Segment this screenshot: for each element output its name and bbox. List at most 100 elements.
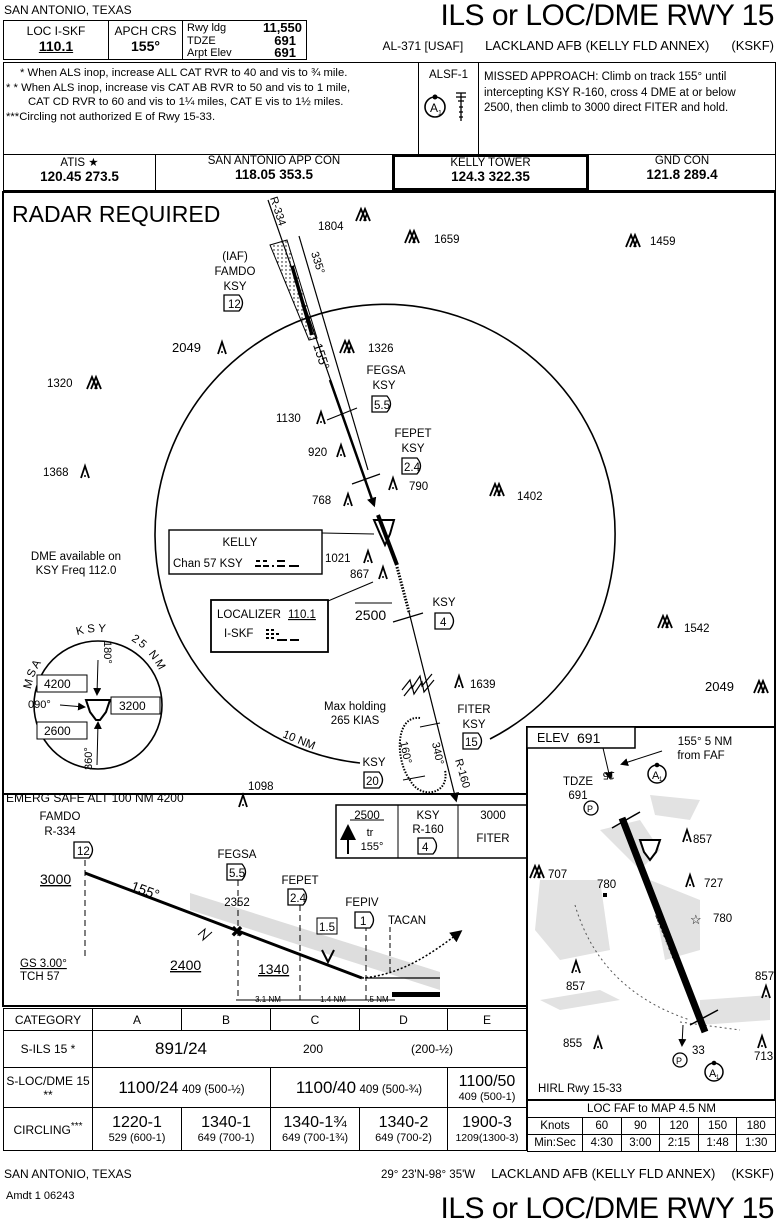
fix-nav: KSY [432, 597, 455, 609]
morse-code-icon [266, 629, 299, 641]
crs155-label: 155° [310, 341, 333, 371]
localizer-freq: 110.1 [288, 609, 316, 621]
procedure-id: AL-371 [USAF] [382, 39, 464, 53]
dme-note: DME available on [31, 551, 121, 563]
dme-note: KSY Freq 112.0 [36, 565, 117, 577]
mda-vis: 1220-1 [112, 1114, 162, 1131]
note-line: * When ALS inop, increase ALL CAT RVR to… [20, 67, 348, 79]
hat: 649 (700-2) [375, 1132, 432, 1144]
footer-title: ILS or LOC/DME RWY 15 [440, 1192, 774, 1225]
alsf-label: ALSF-1 [429, 69, 468, 81]
amendment: Amdt 1 06243 [6, 1190, 75, 1202]
airport-name: LACKLAND AFB (KELLY FLD ANNEX) [485, 38, 710, 53]
fix-name: FEPET [394, 428, 431, 440]
dme-value: 1.5 [319, 922, 335, 934]
zigzag-break [401, 673, 435, 697]
col-header: B [181, 1008, 271, 1031]
loc-frequency: 110.1 [38, 38, 74, 54]
hold-outbound: 160° [397, 740, 413, 765]
knots-cell: 90 [620, 1117, 661, 1135]
fepet-fix: FEPET KSY 2.4 [351, 428, 432, 485]
col-header: C [270, 1008, 360, 1031]
s-ils-values: 891/24 200 (200-½) [92, 1030, 527, 1068]
hat: 409 (500-¾) [359, 1083, 423, 1096]
footer-coordinates: 29° 23'N-98° 35'W [381, 1169, 476, 1181]
rwy-ldg-label: Rwy ldg [187, 22, 227, 34]
col-header: A [92, 1008, 182, 1031]
glideslope-intercept-icon: ✖ [230, 924, 243, 941]
obstacle-elev: 713 [754, 1051, 773, 1063]
footer-city: SAN ANTONIO, TEXAS [4, 1167, 132, 1181]
fix-nav: KSY [372, 380, 395, 392]
navaid-channel: Chan 57 KSY [173, 558, 243, 570]
mda-vis: 1100/40 [295, 1077, 357, 1097]
obstacle-elev: 1402 [517, 491, 543, 503]
distance-label: 3.1 NM [255, 995, 281, 1004]
obstacle-elev: 1098 [248, 781, 274, 793]
emergency-safe-altitude: EMERG SAFE ALT 100 NM 4200 [6, 791, 184, 805]
msa-circle: MSA KSY 25 NM 180° 360° 090° 4200 3200 2… [22, 623, 166, 770]
dme-box [316, 917, 338, 935]
morse-code-icon [255, 560, 299, 567]
dme-value: 12 [228, 299, 241, 311]
s-ils-row: S-ILS 15 * 891/24 200 (200-½) [3, 1030, 527, 1068]
obstacle-elev: 1021 [325, 553, 351, 565]
loc-frequency-box: LOC I-SKF 110.1 [3, 20, 109, 60]
obstacle-elev: 1804 [318, 221, 344, 233]
comm-atis: ATIS ★ 120.45 273.5 [3, 154, 156, 191]
msa-altitude: 4200 [44, 677, 71, 691]
arpt-elev-label: Arpt Elev [187, 47, 232, 59]
city-label: SAN ANTONIO, TEXAS [4, 3, 132, 17]
circling-mark: *** [70, 1121, 83, 1132]
obstacle-elev: 790 [409, 481, 428, 493]
col-header: E [447, 1008, 527, 1031]
footer-airport: LACKLAND AFB (KELLY FLD ANNEX) [491, 1166, 716, 1181]
obstacle-elev: 1326 [368, 343, 394, 355]
radial-label: R-160 [412, 824, 443, 836]
time-cell: 2:15 [659, 1134, 699, 1152]
obstacle-elev: 1459 [650, 236, 676, 248]
obstacle-elev: 1639 [470, 679, 496, 691]
outbound-course-line [298, 235, 369, 471]
hat: 529 (600-1) [108, 1132, 166, 1144]
radar-required-label: RADAR REQUIRED [12, 201, 220, 227]
dme-value: 20 [366, 776, 379, 788]
airport-ramps [535, 795, 770, 1025]
row-label: Min:Sec [527, 1134, 583, 1152]
fegsa-fix: FEGSA KSY 5.5 [326, 365, 406, 421]
obstacle-elev: 857 [566, 981, 585, 993]
r334-label: R-334 [267, 195, 288, 227]
timing-table: LOC FAF to MAP 4.5 NM Knots 60 90 120 15… [527, 1100, 776, 1152]
vdp-icon [321, 949, 335, 965]
comm-freq: 120.45 273.5 [40, 169, 119, 184]
obstacle-elev: 727 [704, 878, 723, 890]
mda-vis: 1100/50 [458, 1072, 516, 1090]
ceiling-vis: (200-½) [410, 1042, 454, 1056]
svg-text:P: P [676, 1056, 682, 1066]
radial-label: R-334 [44, 826, 76, 838]
tdze-label: TDZE [187, 34, 216, 47]
crs335-label: 335° [308, 250, 326, 275]
obstacle-elev: 855 [563, 1038, 582, 1050]
obstacle-elev: 1320 [47, 378, 73, 390]
famdo-fix: (IAF) FAMDO KSY 12 [215, 251, 255, 312]
fix-name: FEGSA [218, 849, 257, 861]
mda-vis: 1340-1¾ [283, 1114, 347, 1131]
hat: 409 (500-½) [181, 1083, 245, 1096]
knots-cell: 150 [697, 1117, 738, 1135]
runway-number-33: 33 [692, 1045, 705, 1057]
missed-altitude: 3000 [480, 810, 506, 822]
localizer-label: LOCALIZER [217, 609, 281, 621]
footer-ident: (KSKF) [731, 1166, 774, 1181]
svg-text:1: 1 [716, 1075, 720, 1081]
apch-crs-label: APCH CRS [114, 24, 177, 38]
row-label: CIRCLING*** [3, 1107, 93, 1151]
fix-name: FAMDO [40, 811, 81, 823]
s-loc-ab: 1100/24 409 (500-½) [92, 1067, 271, 1108]
holding-note: Max holding [324, 701, 386, 713]
faf-note: 155° 5 NM [678, 736, 732, 748]
missed-approach-profile [361, 930, 463, 979]
approach-course-box: APCH CRS 155° [108, 20, 183, 60]
